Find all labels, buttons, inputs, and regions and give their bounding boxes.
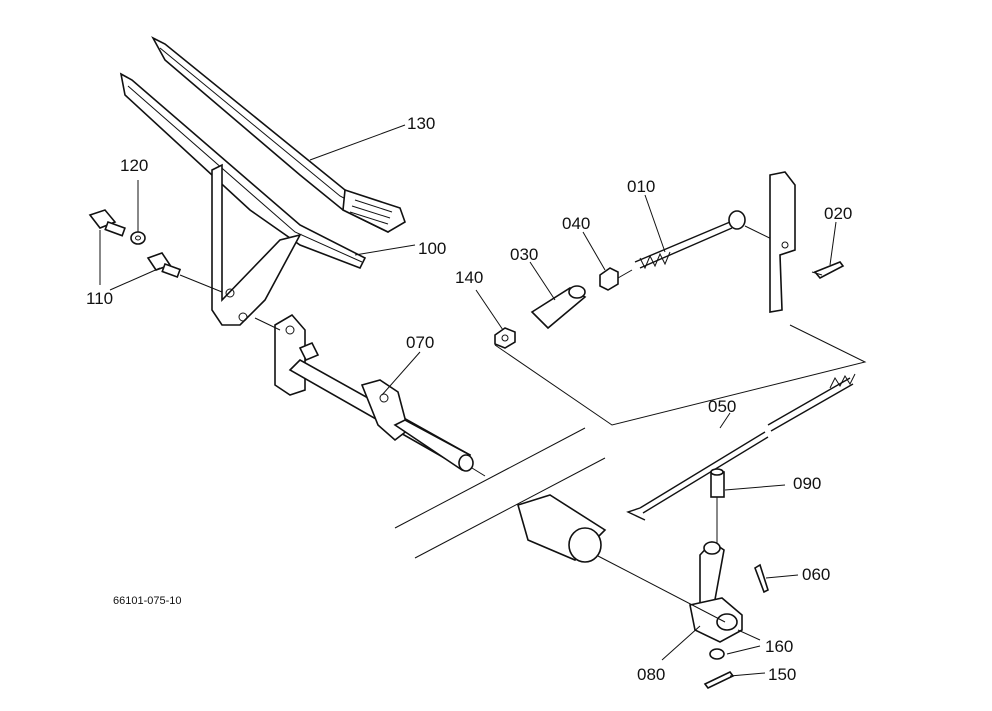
washer-120 <box>130 231 146 245</box>
rod-010 <box>634 210 746 270</box>
callout-160: 160 <box>765 637 793 656</box>
reference-code: 66101-075-10 <box>113 595 182 607</box>
break-line-lower <box>414 457 606 559</box>
rod-050 <box>626 373 856 521</box>
lever-axis-line <box>737 629 761 641</box>
lever-080 <box>689 540 743 643</box>
callout-080: 080 <box>637 665 665 684</box>
pedal-shaft-070 <box>274 313 486 477</box>
pedal-plate-130 <box>151 36 406 233</box>
callout-030: 030 <box>510 245 538 264</box>
leader-lines <box>99 124 837 677</box>
callout-050: 050 <box>708 397 736 416</box>
callout-140: 140 <box>455 268 483 287</box>
callout-150: 150 <box>768 665 796 684</box>
collar-axis-line <box>597 555 726 623</box>
coupler-030 <box>530 285 587 330</box>
cotter-pin-150 <box>703 670 735 690</box>
cotter-pin-020 <box>811 261 845 280</box>
callout-060: 060 <box>802 565 830 584</box>
cotter-pin-060 <box>754 563 769 594</box>
callout-130: 130 <box>407 114 435 133</box>
callout-090: 090 <box>793 474 821 493</box>
nut-040 <box>599 267 619 291</box>
callout-100: 100 <box>418 239 446 258</box>
callout-020: 020 <box>824 204 852 223</box>
bolt-110-upper <box>88 209 126 237</box>
nut-140 <box>494 327 516 349</box>
callout-110: 110 <box>86 289 113 308</box>
bolt-axis-line <box>179 274 223 293</box>
rod-axis-line <box>617 269 633 279</box>
clevis-pin-090 <box>710 468 725 545</box>
callout-120: 120 <box>120 156 148 175</box>
pedal-bracket <box>211 163 302 326</box>
lever-plate <box>769 171 796 313</box>
callout-010: 010 <box>627 177 655 196</box>
pedal-arm-100 <box>119 72 367 270</box>
washer-160 <box>709 648 725 660</box>
callout-040: 040 <box>562 214 590 233</box>
bolt-110-lower <box>146 252 182 279</box>
projection-box <box>494 324 867 426</box>
break-line-upper <box>394 427 586 529</box>
callout-070: 070 <box>406 333 434 352</box>
shaft-axis-line <box>254 317 281 331</box>
collar-sleeve <box>517 494 607 563</box>
